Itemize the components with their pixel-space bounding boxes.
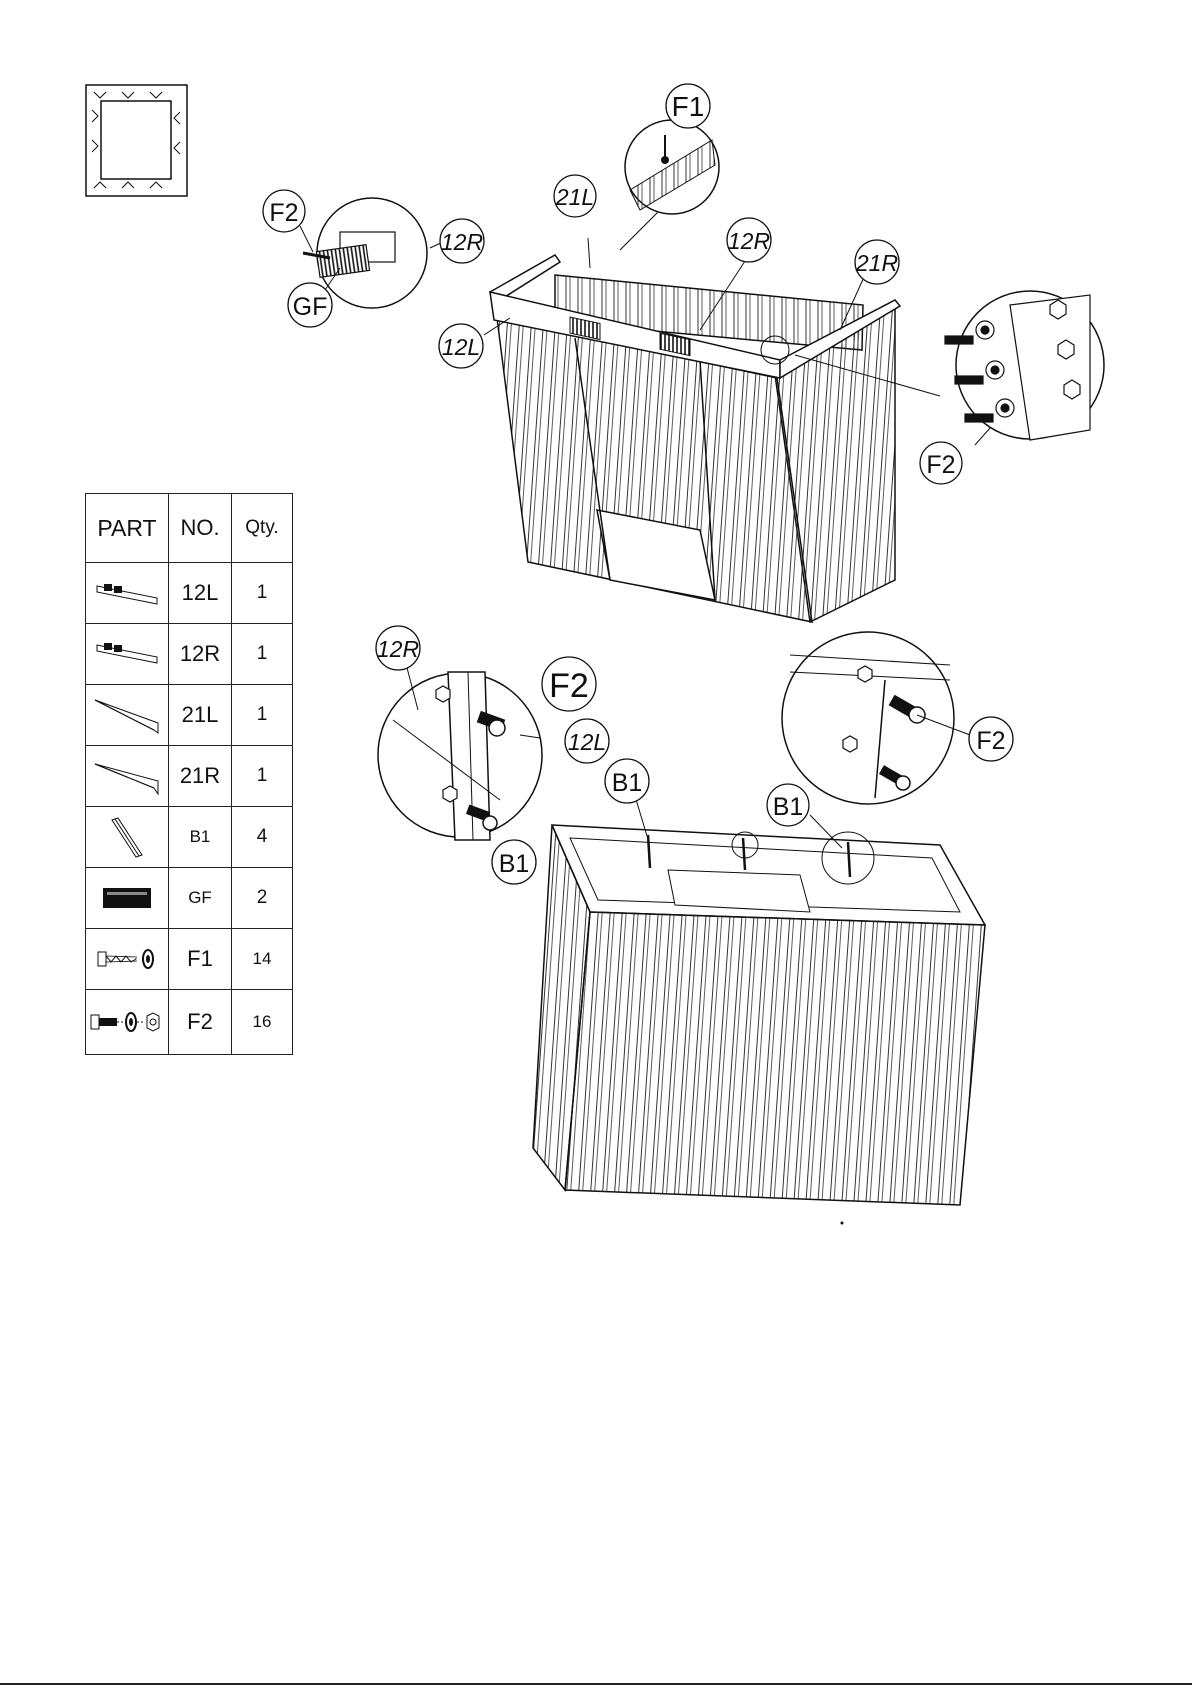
callout-top-gf: GF bbox=[288, 283, 332, 327]
part-qty: 1 bbox=[232, 563, 293, 624]
floor-plan-thumbnail bbox=[86, 85, 187, 196]
callout-bot-12r: 12R bbox=[376, 626, 420, 670]
callout-top-12r-left: 12R bbox=[440, 219, 484, 263]
screw-washer-icon bbox=[92, 944, 162, 974]
svg-text:B1: B1 bbox=[499, 850, 530, 878]
table-row: F1 14 bbox=[86, 929, 293, 990]
part-no: GF bbox=[169, 868, 232, 929]
svg-text:B1: B1 bbox=[612, 769, 643, 797]
callout-top-21r: 21R bbox=[855, 240, 899, 284]
header-part: PART bbox=[86, 494, 169, 563]
part-no: F1 bbox=[169, 929, 232, 990]
svg-text:F2: F2 bbox=[926, 451, 955, 479]
part-no: 21L bbox=[169, 685, 232, 746]
table-row: 21L 1 bbox=[86, 685, 293, 746]
callout-top-12r-mid: 12R bbox=[727, 218, 771, 262]
part-qty: 1 bbox=[232, 746, 293, 807]
callout-bot-f2-right: F2 bbox=[969, 717, 1013, 761]
detail-circle-b1-left bbox=[378, 660, 542, 840]
callout-bot-f2-left: F2 bbox=[542, 657, 596, 711]
detail-circle-f1 bbox=[625, 120, 719, 214]
part-no: B1 bbox=[169, 807, 232, 868]
bolt-washer-nut-icon bbox=[89, 1007, 165, 1037]
callout-top-12l: 12L bbox=[439, 324, 483, 368]
svg-text:12R: 12R bbox=[441, 229, 483, 255]
svg-text:F2: F2 bbox=[976, 727, 1005, 755]
callout-bot-b1-left: B1 bbox=[492, 840, 536, 884]
svg-text:12L: 12L bbox=[568, 729, 606, 755]
svg-text:B1: B1 bbox=[773, 793, 804, 821]
part-no: 21R bbox=[169, 746, 232, 807]
table-row: F2 16 bbox=[86, 990, 293, 1055]
callout-top-f1: F1 bbox=[666, 84, 710, 128]
callout-top-21l: 21L bbox=[554, 175, 596, 217]
part-qty: 4 bbox=[232, 807, 293, 868]
svg-text:12L: 12L bbox=[442, 334, 480, 360]
svg-text:F2: F2 bbox=[549, 667, 589, 705]
detail-circle-f2-top bbox=[945, 291, 1104, 445]
svg-text:F2: F2 bbox=[269, 199, 298, 227]
table-row: 21R 1 bbox=[86, 746, 293, 807]
table-row: 12R 1 bbox=[86, 624, 293, 685]
grille-icon bbox=[97, 884, 157, 912]
part-qty: 16 bbox=[232, 990, 293, 1055]
vent-panel-icon bbox=[92, 639, 162, 669]
wedge-beam-icon bbox=[92, 695, 162, 735]
callout-bot-b1-right: B1 bbox=[767, 784, 809, 826]
table-row: GF 2 bbox=[86, 868, 293, 929]
table-row: B1 4 bbox=[86, 807, 293, 868]
table-row: 12L 1 bbox=[86, 563, 293, 624]
wedge-beam-icon bbox=[92, 756, 162, 796]
callout-bot-b1-mid: B1 bbox=[605, 759, 649, 803]
angle-bracket-icon bbox=[102, 815, 152, 860]
svg-text:F1: F1 bbox=[672, 91, 705, 122]
part-no: 12L bbox=[169, 563, 232, 624]
svg-text:21L: 21L bbox=[555, 184, 594, 210]
part-qty: 14 bbox=[232, 929, 293, 990]
header-qty: Qty. bbox=[232, 494, 293, 563]
bottom-shed-assembly bbox=[533, 796, 985, 1225]
callout-top-f2-right: F2 bbox=[920, 442, 962, 484]
part-qty: 1 bbox=[232, 624, 293, 685]
parts-table: PART NO. Qty. 12L 1 12R 1 bbox=[85, 493, 293, 1055]
callout-top-f2-left: F2 bbox=[263, 190, 305, 232]
svg-text:21R: 21R bbox=[855, 250, 898, 276]
header-no: NO. bbox=[169, 494, 232, 563]
part-qty: 1 bbox=[232, 685, 293, 746]
vent-panel-icon bbox=[92, 578, 162, 608]
parts-table-header: PART NO. Qty. bbox=[86, 494, 293, 563]
svg-text:12R: 12R bbox=[377, 636, 419, 662]
svg-text:GF: GF bbox=[293, 293, 328, 321]
part-no: F2 bbox=[169, 990, 232, 1055]
part-no: 12R bbox=[169, 624, 232, 685]
svg-text:12R: 12R bbox=[728, 228, 770, 254]
callout-bot-12l: 12L bbox=[565, 719, 609, 763]
part-qty: 2 bbox=[232, 868, 293, 929]
detail-circle-f2-bottom bbox=[782, 632, 970, 804]
